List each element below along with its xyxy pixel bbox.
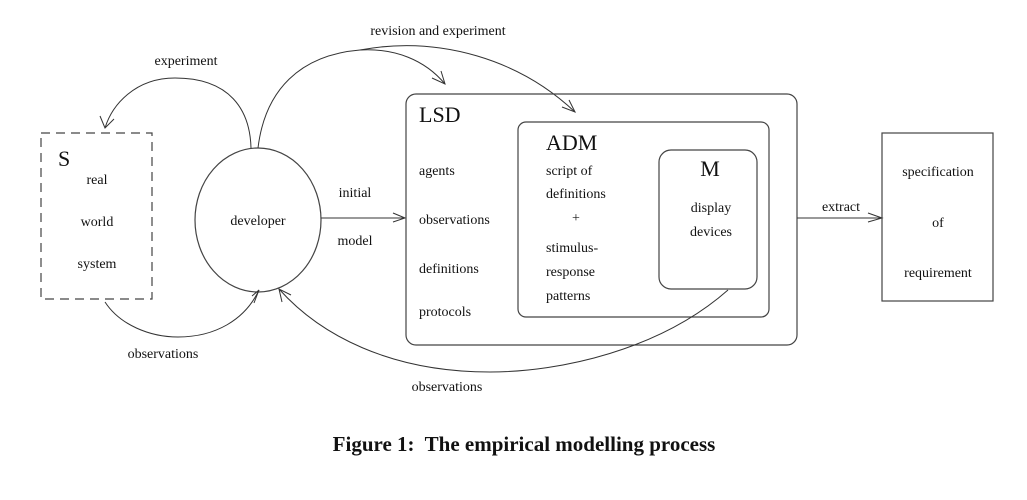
lsd-title: LSD [419,102,461,127]
adm-line: script of [546,164,593,179]
lsd-item: protocols [419,305,471,320]
adm-line: stimulus- [546,241,598,256]
initial-model-edge: initial model [321,186,407,249]
revision-label: revision and experiment [370,24,505,39]
model-label: model [338,234,373,249]
specification-box [881,132,994,302]
developer-node: developer [194,147,322,293]
observations-real-label: observations [128,347,199,362]
real-world-system-node: S real world system [40,132,153,300]
adm-line: response [546,265,595,280]
adm-line: definitions [546,187,606,202]
real-world-line-1: real [87,173,108,188]
adm-node: ADM script of definitions + stimulus- re… [517,121,770,318]
revision-edge: revision and experiment [257,24,577,149]
figure-caption: Figure 1: The empirical modelling proces… [333,432,716,456]
m-node: M display devices [658,149,758,290]
lsd-item: definitions [419,262,479,277]
lsd-item: observations [419,213,490,228]
m-line: devices [690,225,732,240]
real-world-system-box [40,132,153,300]
m-title: M [700,156,720,181]
experiment-arrowhead [99,115,115,129]
observations-real-edge: observations [104,289,260,362]
observations-m-arc [278,288,729,373]
real-world-letter: S [58,146,70,171]
specification-line: specification [902,165,974,180]
specification-line: of [932,216,944,231]
initial-label: initial [339,186,372,201]
adm-line: patterns [546,289,590,304]
adm-box [517,121,770,318]
real-world-line-2: world [81,215,114,230]
revision-arrowhead-lsd [431,70,446,85]
extract-label: extract [822,200,860,215]
experiment-label: experiment [155,54,218,69]
lsd-item: agents [419,164,455,179]
revision-arrowhead-adm [561,99,577,113]
experiment-arc [104,77,252,149]
observations-m-arrowhead [278,288,292,303]
adm-plus: + [572,211,580,226]
observations-m-edge: observations [278,288,729,395]
m-box [658,149,758,290]
m-line: display [691,201,731,216]
extract-edge: extract [797,200,884,223]
initial-model-arrowhead [392,212,407,223]
real-world-line-3: system [78,257,117,272]
developer-label: developer [230,214,286,229]
lsd-box [405,93,798,346]
experiment-edge: experiment [99,54,252,149]
adm-title: ADM [546,130,597,155]
observations-real-arrowhead [251,289,260,304]
revision-arc-to-adm [359,45,576,113]
observations-m-label: observations [412,380,483,395]
lsd-node: LSD agents observations definitions prot… [405,93,798,346]
specification-node: specification of requirement [881,132,994,302]
specification-line: requirement [904,266,972,281]
revision-arc-to-lsd [257,49,446,149]
observations-real-arc [104,289,260,338]
